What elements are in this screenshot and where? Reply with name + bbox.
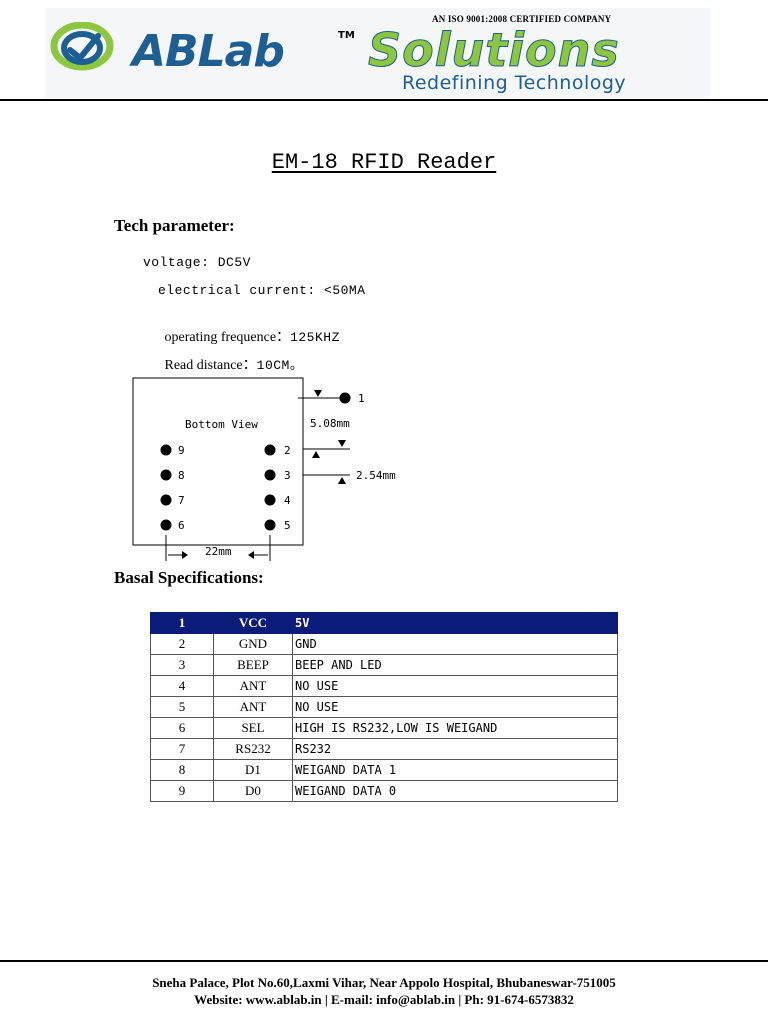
pin-7-label: 7	[178, 494, 185, 507]
pin-description-cell: GND	[292, 633, 618, 655]
pin-description-cell: RS232	[292, 738, 618, 760]
arrow-up-icon	[312, 451, 320, 458]
arrow-right-icon	[182, 551, 188, 559]
width-label: 22mm	[205, 545, 232, 558]
param-frequency-label: operating frequence：	[164, 330, 291, 345]
company-logo: ABLab TM Solutions	[50, 22, 620, 74]
param-frequency-value: 125KHZ	[290, 330, 340, 345]
logo-solutions-wordmark: Solutions	[368, 23, 620, 74]
bottom-view-label: Bottom View	[185, 418, 258, 431]
pin-name-cell: D0	[213, 780, 293, 802]
basal-specifications-heading: Basal Specifications:	[114, 568, 264, 587]
pin-9-label: 9	[178, 444, 185, 457]
pin-description-cell: WEIGAND DATA 1	[292, 759, 618, 781]
arrow-up-icon	[338, 477, 346, 484]
pin-1-label: 1	[358, 392, 365, 405]
document-title: EM-18 RFID Reader	[271, 150, 497, 175]
pin-6-label: 6	[178, 519, 185, 532]
pin-number-cell: 3	[150, 654, 214, 676]
pin-7-dot	[160, 494, 172, 506]
pin-name-cell: BEEP	[213, 654, 293, 676]
pin-9-dot	[160, 444, 172, 456]
arrow-down-icon	[314, 390, 322, 397]
svg-text:TM: TM	[338, 30, 355, 41]
param-current: electrical current: <50MA	[158, 283, 366, 298]
pin-name-cell: ANT	[213, 675, 293, 697]
module-outline	[132, 377, 304, 546]
pin-number-cell: 4	[150, 675, 214, 697]
param-voltage: voltage: DC5V	[143, 255, 251, 270]
pin-name-cell: D1	[213, 759, 293, 781]
tagline: Redefining Technology	[402, 72, 627, 94]
param-distance: Read distance：10CM。	[158, 338, 303, 374]
pin-description-cell: BEEP AND LED	[292, 654, 618, 676]
pin-description-cell: NO USE	[292, 675, 618, 697]
pin-5-dot	[264, 519, 276, 531]
pin-number-cell: 7	[150, 738, 214, 760]
pin-2-dot	[264, 444, 276, 456]
certification-text: AN ISO 9001:2008 CERTIFIED COMPANY	[432, 14, 612, 24]
footer-contact: Website: www.ablab.in | E-mail: info@abl…	[194, 992, 574, 1007]
pin-3-label: 3	[284, 469, 291, 482]
pin-2-label: 2	[284, 444, 291, 457]
pin-6-dot	[160, 519, 172, 531]
pin-5-label: 5	[284, 519, 291, 532]
arrow-left-icon	[248, 551, 254, 559]
pin-4-dot	[264, 494, 276, 506]
pin-8-label: 8	[178, 469, 185, 482]
pin-3-dot	[264, 469, 276, 481]
pin-spacing-side-label: 2.54mm	[356, 469, 396, 482]
param-frequency: operating frequence：125KHZ	[158, 310, 340, 346]
pin-4-label: 4	[284, 494, 291, 507]
param-distance-label: Read distance：	[164, 358, 257, 373]
tech-parameter-heading: Tech parameter:	[114, 216, 235, 235]
pin-number-cell: 1	[150, 612, 214, 634]
logo-background	[45, 8, 710, 98]
letterhead: AN ISO 9001:2008 CERTIFIED COMPANY ABLab…	[0, 0, 768, 101]
pin-description-cell: 5V	[292, 612, 618, 634]
arrow-down-icon	[338, 440, 346, 447]
pin-number-cell: 5	[150, 696, 214, 718]
header-divider	[0, 99, 768, 101]
pin-number-cell: 8	[150, 759, 214, 781]
logo-ablab-wordmark: ABLab	[129, 26, 284, 74]
pin-8-dot	[160, 469, 172, 481]
pin-name-cell: ANT	[213, 696, 293, 718]
pin-1-dot	[339, 392, 351, 404]
pin-name-cell: GND	[213, 633, 293, 655]
footer-divider	[0, 960, 768, 962]
pin-description-cell: HIGH IS RS232,LOW IS WEIGAND	[292, 717, 618, 739]
pin-name-cell: VCC	[213, 612, 293, 634]
pin-name-cell: RS232	[213, 738, 293, 760]
footer-address: Sneha Palace, Plot No.60,Laxmi Vihar, Ne…	[152, 975, 616, 990]
pin-diagram: Bottom View 1 5.08mm 2 3 4 5 9 8 7 6 2.5…	[132, 377, 396, 561]
pin-number-cell: 9	[150, 780, 214, 802]
pin-number-cell: 6	[150, 717, 214, 739]
logo-emblem-icon	[50, 22, 114, 71]
pin-number-cell: 2	[150, 633, 214, 655]
pin-name-cell: SEL	[213, 717, 293, 739]
pin-description-cell: NO USE	[292, 696, 618, 718]
param-distance-value: 10CM。	[256, 358, 304, 373]
pin-spacing-top-label: 5.08mm	[310, 417, 350, 430]
pin-description-cell: WEIGAND DATA 0	[292, 780, 618, 802]
